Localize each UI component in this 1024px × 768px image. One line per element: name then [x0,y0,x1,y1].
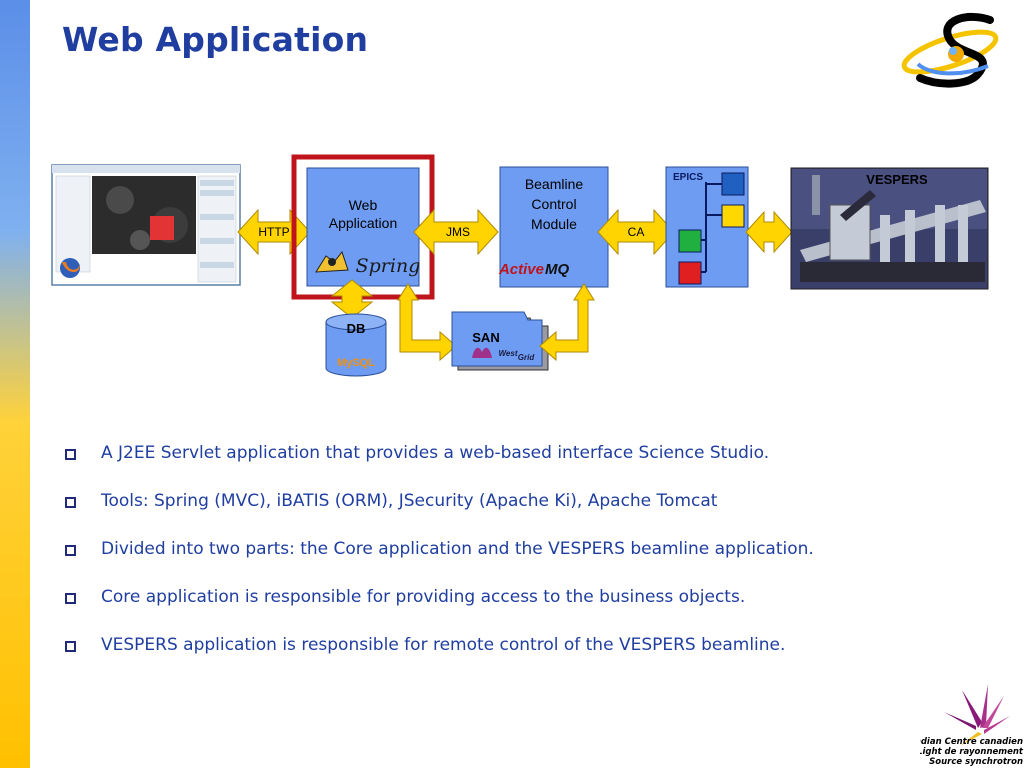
activemq-logo-text-1: Active [498,261,544,278]
san-node: SAN West Grid [451,311,549,371]
science-studio-logo [901,12,999,88]
beamline-control-module-node: Beamline Control Module Active MQ [498,166,609,288]
vespers-beamline-image: VESPERS [790,167,989,290]
cls-line-2: Light de rayonnement [920,747,1024,757]
webapp-san-arrow [397,283,457,362]
epics-block-blue [721,172,745,196]
tomcat-icon [315,250,349,273]
bullet-marker [65,545,76,556]
bullet-text: VESPERS application is responsible for r… [101,635,786,655]
db-node: DB MySQL [325,313,387,377]
westgrid-logo-text-1: West [499,349,518,358]
slide-title: Web Application [62,20,369,59]
bullet-item: A J2EE Servlet application that provides… [62,440,982,488]
bullet-marker [65,593,76,604]
ca-arrow: CA [597,208,675,256]
bullet-item: VESPERS application is responsible for r… [62,632,982,680]
cls-line-1: Canadian Centre canadien [920,737,1023,747]
mysql-logo-text: MySQL [337,357,375,369]
epics-block-red [678,261,702,285]
bcm-label-2: Control [531,196,576,212]
jms-label: JMS [446,225,470,239]
cls-starburst-icon [944,684,1010,746]
westgrid-logo-text-2: Grid [518,353,536,362]
web-application-node: Web Application Spring [306,167,421,287]
bullet-item: Divided into two parts: the Core applica… [62,536,982,584]
bcm-label-1: Beamline [525,176,584,192]
bullet-marker [65,449,76,460]
architecture-diagram: HTTP Web Application Spring JMS Beamline… [51,154,989,377]
bullet-list: A J2EE Servlet application that provides… [62,440,982,680]
san-label: SAN [472,330,499,345]
firefox-icon [60,258,80,278]
bcm-label-3: Module [531,216,577,232]
db-label: DB [347,321,366,336]
bullet-marker [65,641,76,652]
browser-screenshot [51,164,241,286]
cls-line-3: Source synchrotron [929,757,1023,767]
web-app-label-2: Application [329,215,398,231]
bullet-text: A J2EE Servlet application that provides… [101,443,770,463]
vespers-label: VESPERS [866,172,928,187]
activemq-logo-text-2: MQ [545,261,569,278]
bullet-text: Core application is responsible for prov… [101,587,746,607]
bullet-text: Tools: Spring (MVC), iBATIS (ORM), JSecu… [101,491,718,511]
web-app-label-1: Web [349,197,378,213]
jms-arrow: JMS [413,208,499,256]
westgrid-flower-icon [472,347,492,358]
spring-logo-text: Spring [356,255,421,277]
epics-label: EPICS [673,172,703,183]
bcm-san-arrow [539,283,595,362]
epics-block-yellow [721,204,745,228]
bullet-item: Tools: Spring (MVC), iBATIS (ORM), JSecu… [62,488,982,536]
http-arrow: HTTP [237,208,311,256]
side-accent-bar [0,0,30,768]
bullet-item: Core application is responsible for prov… [62,584,982,632]
bullet-marker [65,497,76,508]
http-label: HTTP [258,225,289,239]
ca-label: CA [628,225,645,239]
bullet-text: Divided into two parts: the Core applica… [101,539,814,559]
epics-block-green [678,229,702,253]
canadian-light-source-logo: Canadian Centre canadien Light de rayonn… [920,684,1024,767]
epics-node: EPICS [665,166,749,288]
epics-vespers-arrow [745,210,793,254]
